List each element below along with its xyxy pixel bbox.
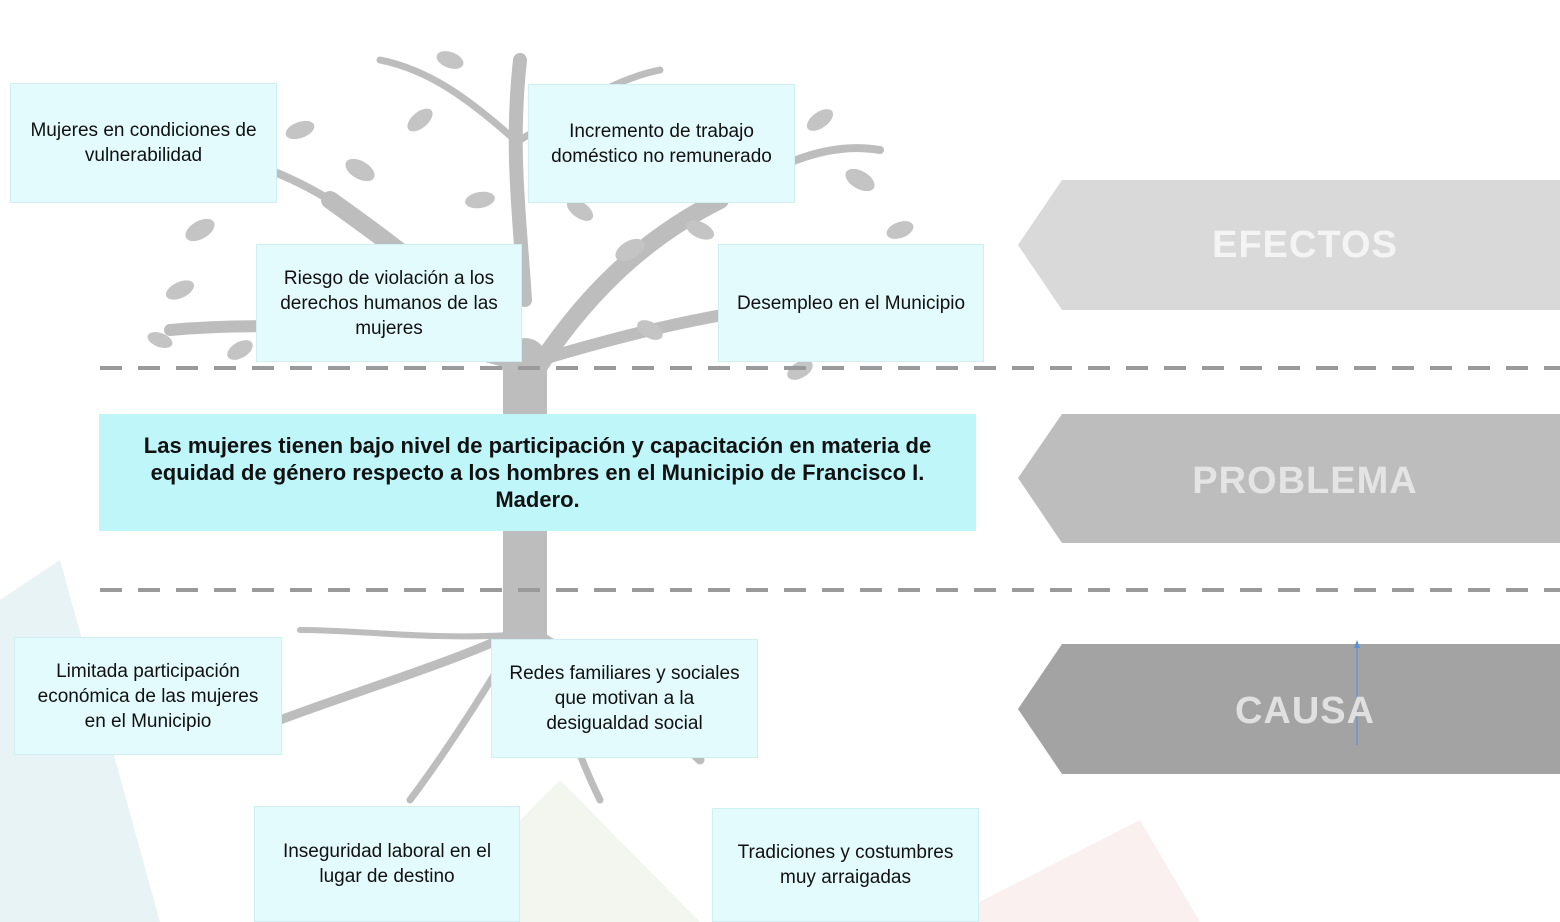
effects-label: EFECTOS <box>1212 224 1398 266</box>
effects-arrow-shape <box>1018 180 1560 310</box>
cause-arrow-shape <box>1018 644 1560 774</box>
effect-box-desempleo: Desempleo en el Municipio <box>718 244 984 362</box>
problem-box: Las mujeres tienen bajo nivel de partici… <box>99 414 976 531</box>
arrow-up-icon <box>1354 640 1360 648</box>
cause-label: CAUSA <box>1234 690 1376 732</box>
cause-box-tradiciones: Tradiciones y costumbres muy arraigadas <box>712 808 979 922</box>
decor-shape-right <box>940 820 1200 922</box>
effect-box-derechos-humanos: Riesgo de violación a los derechos human… <box>256 244 522 362</box>
cause-box-participacion-economica: Limitada participación económica de las … <box>14 637 282 755</box>
problem-arrow-shape <box>1018 414 1560 543</box>
effect-box-vulnerabilidad: Mujeres en condiciones de vulnerabilidad <box>10 83 277 203</box>
cause-box-redes-familiares: Redes familiares y sociales que motivan … <box>491 639 758 758</box>
cause-box-inseguridad-laboral: Inseguridad laboral en el lugar de desti… <box>254 806 520 922</box>
effect-box-trabajo-domestico: Incremento de trabajo doméstico no remun… <box>528 84 795 203</box>
problem-label: PROBLEMA <box>1192 460 1418 502</box>
